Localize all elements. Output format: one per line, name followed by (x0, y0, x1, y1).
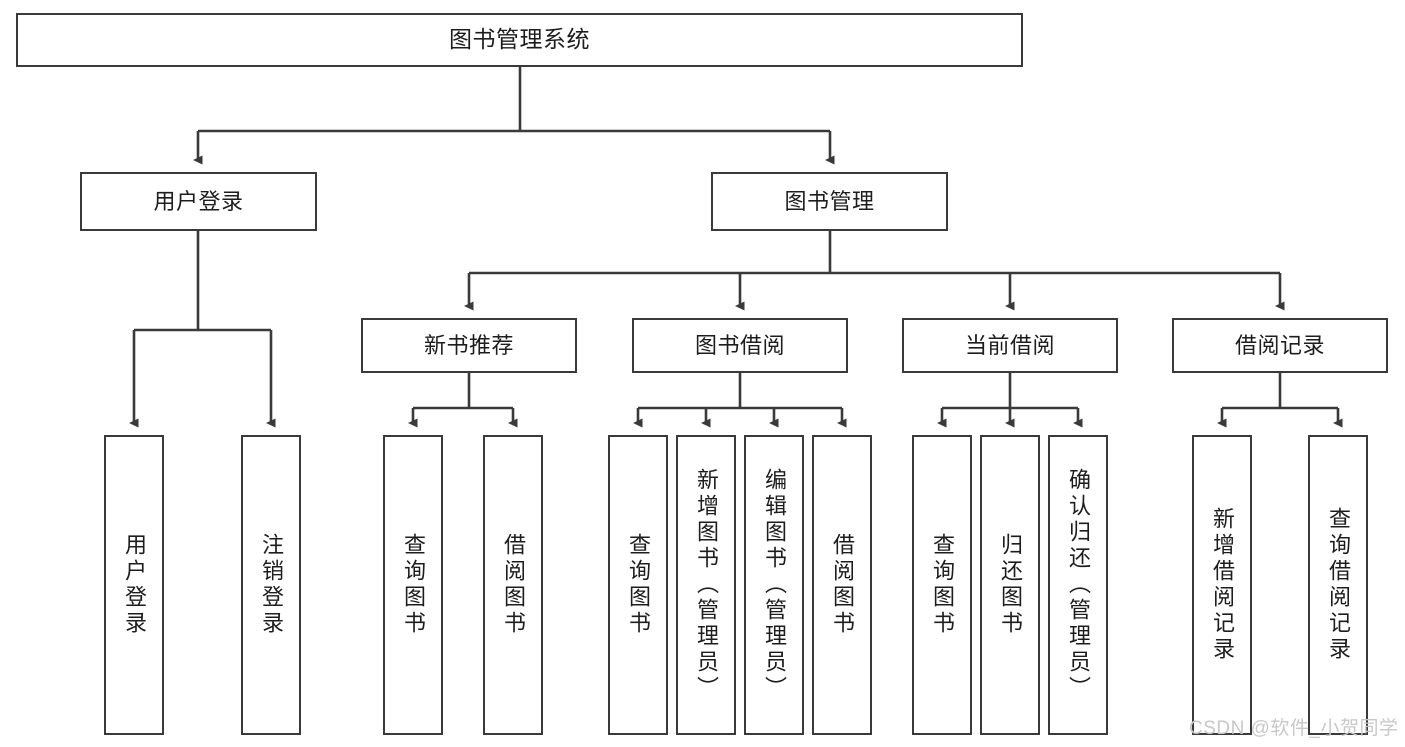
node-current-borrow-label: 当前借阅 (964, 332, 1055, 358)
csdn-watermark: CSDN @软件_小贺同学 (1189, 718, 1399, 739)
node-leaf-add-borrow-record[interactable]: 新增借阅记录 (1192, 435, 1252, 735)
node-leaf-user-login-label: 用户登录 (122, 533, 147, 637)
node-borrow-record[interactable]: 借阅记录 (1172, 318, 1388, 373)
node-leaf-query-borrow-record[interactable]: 查询借阅记录 (1308, 435, 1368, 735)
node-leaf-user-logout-label: 注销登录 (259, 533, 284, 637)
node-root-label: 图书管理系统 (449, 26, 590, 53)
node-leaf-add-book-label: 新增图书（管理员） (694, 468, 719, 702)
node-leaf-edit-book-label: 编辑图书（管理员） (762, 468, 787, 702)
node-leaf-return-book[interactable]: 归还图书 (980, 435, 1040, 735)
node-leaf-query-book-1[interactable]: 查询图书 (383, 435, 443, 735)
node-book-management[interactable]: 图书管理 (711, 172, 948, 231)
node-user-login[interactable]: 用户登录 (80, 172, 317, 231)
node-leaf-confirm-return[interactable]: 确认归还（管理员） (1048, 435, 1108, 735)
node-root-book-management-system[interactable]: 图书管理系统 (16, 13, 1023, 67)
node-leaf-edit-book[interactable]: 编辑图书（管理员） (744, 435, 804, 735)
node-leaf-user-logout[interactable]: 注销登录 (241, 435, 301, 735)
node-book-borrow-label: 图书借阅 (694, 332, 785, 358)
node-leaf-query-book-3[interactable]: 查询图书 (912, 435, 972, 735)
node-leaf-confirm-return-label: 确认归还（管理员） (1066, 468, 1091, 702)
node-leaf-borrow-book-1-label: 借阅图书 (501, 533, 526, 637)
node-leaf-query-book-3-label: 查询图书 (930, 533, 955, 637)
node-leaf-borrow-book-2-label: 借阅图书 (830, 533, 855, 637)
node-leaf-borrow-book-2[interactable]: 借阅图书 (812, 435, 872, 735)
node-leaf-user-login[interactable]: 用户登录 (104, 435, 164, 735)
node-current-borrow[interactable]: 当前借阅 (902, 318, 1118, 373)
node-leaf-borrow-book-1[interactable]: 借阅图书 (483, 435, 543, 735)
node-leaf-query-borrow-record-label: 查询借阅记录 (1326, 507, 1351, 663)
node-leaf-query-book-2-label: 查询图书 (626, 533, 651, 637)
node-borrow-record-label: 借阅记录 (1234, 332, 1325, 358)
node-user-login-label: 用户登录 (153, 188, 244, 214)
node-leaf-return-book-label: 归还图书 (998, 533, 1023, 637)
node-book-borrow[interactable]: 图书借阅 (632, 318, 848, 373)
node-book-management-label: 图书管理 (784, 188, 875, 214)
node-leaf-query-book-1-label: 查询图书 (401, 533, 426, 637)
node-leaf-query-book-2[interactable]: 查询图书 (608, 435, 668, 735)
node-new-book-recommend[interactable]: 新书推荐 (361, 318, 577, 373)
node-new-book-recommend-label: 新书推荐 (423, 332, 514, 358)
node-leaf-add-borrow-record-label: 新增借阅记录 (1210, 507, 1235, 663)
node-leaf-add-book[interactable]: 新增图书（管理员） (676, 435, 736, 735)
